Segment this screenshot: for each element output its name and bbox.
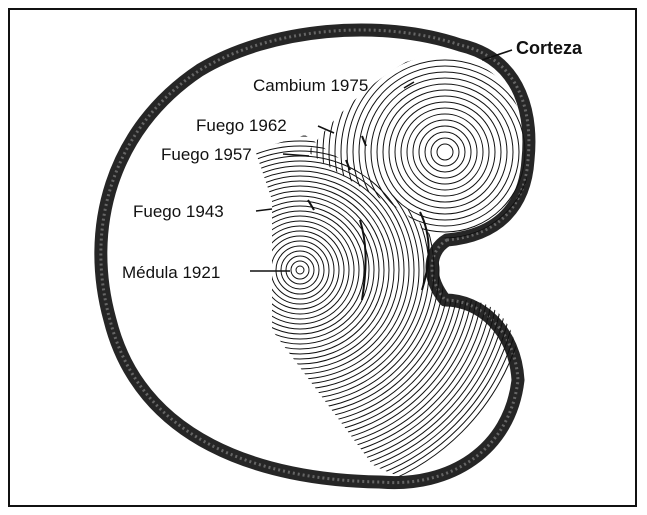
fire-1943-label: Fuego 1943 <box>133 203 224 220</box>
fire-1962-label: Fuego 1962 <box>196 117 287 134</box>
leader-line-fire-1943 <box>256 209 272 211</box>
leader-line-fire-1957 <box>283 154 309 156</box>
bark-label: Corteza <box>516 39 582 57</box>
pith-label: Médula 1921 <box>122 264 220 281</box>
cambium-label: Cambium 1975 <box>253 77 368 94</box>
fire-1957-label: Fuego 1957 <box>161 146 252 163</box>
